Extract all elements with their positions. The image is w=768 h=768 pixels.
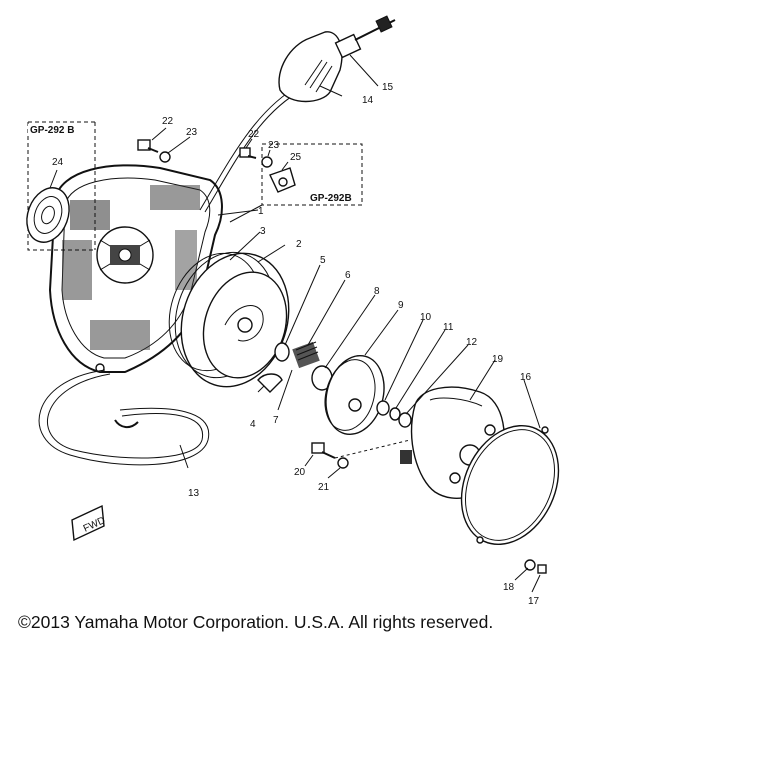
part-label-12: 12 <box>466 337 478 348</box>
part-label-19: 19 <box>492 354 504 365</box>
starter-housing <box>48 164 223 373</box>
callout-box-right <box>229 143 363 223</box>
callout-right-label: GP-292B <box>310 193 352 204</box>
part-label-23b: 23 <box>268 140 280 151</box>
callout-left-label: GP-292 B <box>30 125 74 136</box>
part-label-24: 24 <box>52 157 64 168</box>
part-label-21: 21 <box>318 482 330 493</box>
part-label-22a: 22 <box>162 116 174 127</box>
part-label-2: 2 <box>296 239 302 250</box>
part-label-16: 16 <box>520 372 532 383</box>
part-label-25: 25 <box>290 152 302 163</box>
starter-reel <box>168 251 290 388</box>
gasket-ring <box>460 424 560 546</box>
part-label-20: 20 <box>294 467 306 478</box>
pawl <box>257 373 283 393</box>
bolt-20-washer-21 <box>311 439 411 469</box>
copyright-notice: ©2013 Yamaha Motor Corporation. U.S.A. A… <box>18 612 494 632</box>
part-label-4: 4 <box>250 419 256 430</box>
part-label-1: 1 <box>258 206 264 217</box>
part-label-18: 18 <box>503 582 515 593</box>
part-label-14: 14 <box>362 95 374 106</box>
part-label-10: 10 <box>420 312 432 323</box>
part-label-6: 6 <box>345 270 351 281</box>
part-number-labels: 1 2 3 4 5 6 7 8 9 10 11 12 13 14 15 16 1… <box>30 82 540 607</box>
washers-10-12 <box>376 400 412 428</box>
part-label-5: 5 <box>320 255 326 266</box>
spring-washer-set <box>274 341 333 391</box>
part-label-22b: 22 <box>248 129 260 140</box>
leader-lines <box>49 54 541 593</box>
part-label-17: 17 <box>528 596 540 607</box>
part-label-13: 13 <box>188 488 200 499</box>
fasteners-17-18 <box>524 559 547 574</box>
callout-box-left <box>26 121 96 251</box>
fwd-tag: FWD <box>71 504 107 542</box>
part-label-15: 15 <box>382 82 394 93</box>
part-label-7: 7 <box>273 415 279 426</box>
part-label-11: 11 <box>443 322 454 333</box>
starter-handle <box>278 15 396 103</box>
part-label-9: 9 <box>398 300 404 311</box>
part-label-23a: 23 <box>186 127 198 138</box>
part-label-3: 3 <box>260 226 266 237</box>
part-label-8: 8 <box>374 286 380 297</box>
bolt-washer-set <box>137 139 273 168</box>
